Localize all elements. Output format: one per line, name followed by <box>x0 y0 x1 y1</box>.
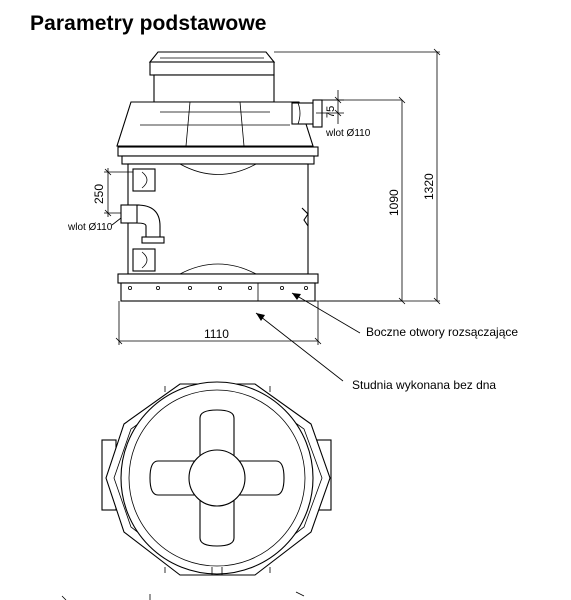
dimension-lines <box>104 48 441 345</box>
inlet-label-top: wlot Ø110 <box>325 128 371 139</box>
callout-no-bottom: Studnia wykonana bez dna <box>352 378 496 392</box>
plan-view <box>101 381 332 576</box>
callout-arrows <box>255 292 361 382</box>
dim-1110-label: 1110 <box>204 327 229 341</box>
dim-75-label: 75 <box>325 106 337 118</box>
dim-1320-label: 1320 <box>422 173 436 200</box>
cropped-marks <box>61 591 305 600</box>
page-title: Parametry podstawowe <box>30 12 267 35</box>
side-elevation <box>116 51 323 302</box>
dim-1090-label: 1090 <box>387 189 401 216</box>
dim-250-label: 250 <box>92 184 106 204</box>
inlet-label-side: wlot Ø110 <box>67 222 113 233</box>
callout-side-holes: Boczne otwory rozsączające <box>366 325 518 339</box>
